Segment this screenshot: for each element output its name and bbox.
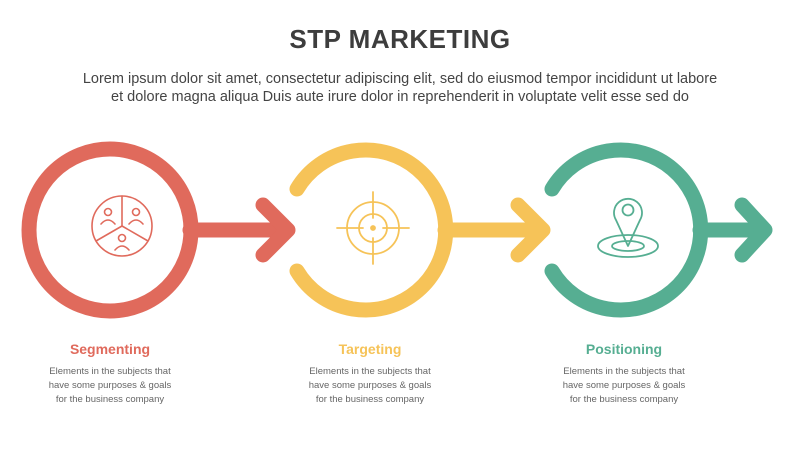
segmenting-stage xyxy=(21,141,296,319)
positioning-desc-line-1: Elements in the subjects that xyxy=(563,366,685,377)
targeting-stage xyxy=(289,142,551,318)
target-crosshair-icon xyxy=(336,191,410,265)
subtitle-line-2: et dolore magna aliqua Duis aute irure d… xyxy=(111,89,689,105)
positioning-desc-line-2: have some purposes & goals xyxy=(562,380,686,391)
page-title: STP MARKETING xyxy=(289,24,511,54)
segmenting-desc-line-3: for the business company xyxy=(55,394,165,405)
targeting-desc-line-2: have some purposes & goals xyxy=(308,380,432,391)
segmenting-arrow xyxy=(182,197,296,263)
targeting-desc-line-1: Elements in the subjects that xyxy=(309,366,431,377)
targeting-desc-line-3: for the business company xyxy=(315,394,425,405)
targeting-label: Targeting xyxy=(338,341,402,357)
positioning-ring xyxy=(544,142,709,318)
subtitle-line-1: Lorem ipsum dolor sit amet, consectetur … xyxy=(82,71,718,87)
targeting-arrow xyxy=(437,197,551,263)
positioning-description: Elements in the subjects that have some … xyxy=(524,365,724,407)
positioning-arrow xyxy=(692,197,773,263)
targeting-description: Elements in the subjects that have some … xyxy=(270,365,470,407)
positioning-desc-line-3: for the business company xyxy=(569,394,679,405)
positioning-stage xyxy=(544,142,773,318)
subtitle: Lorem ipsum dolor sit amet, consectetur … xyxy=(30,70,770,106)
location-pin-icon xyxy=(597,197,659,258)
segmenting-description: Elements in the subjects that have some … xyxy=(10,365,210,407)
segmenting-desc-line-1: Elements in the subjects that xyxy=(49,366,171,377)
positioning-label: Positioning xyxy=(585,341,663,357)
segmenting-desc-line-2: have some purposes & goals xyxy=(48,380,172,391)
segmenting-label: Segmenting xyxy=(69,341,151,357)
segmenting-ring xyxy=(21,141,199,319)
segmentation-pie-icon xyxy=(91,195,153,257)
